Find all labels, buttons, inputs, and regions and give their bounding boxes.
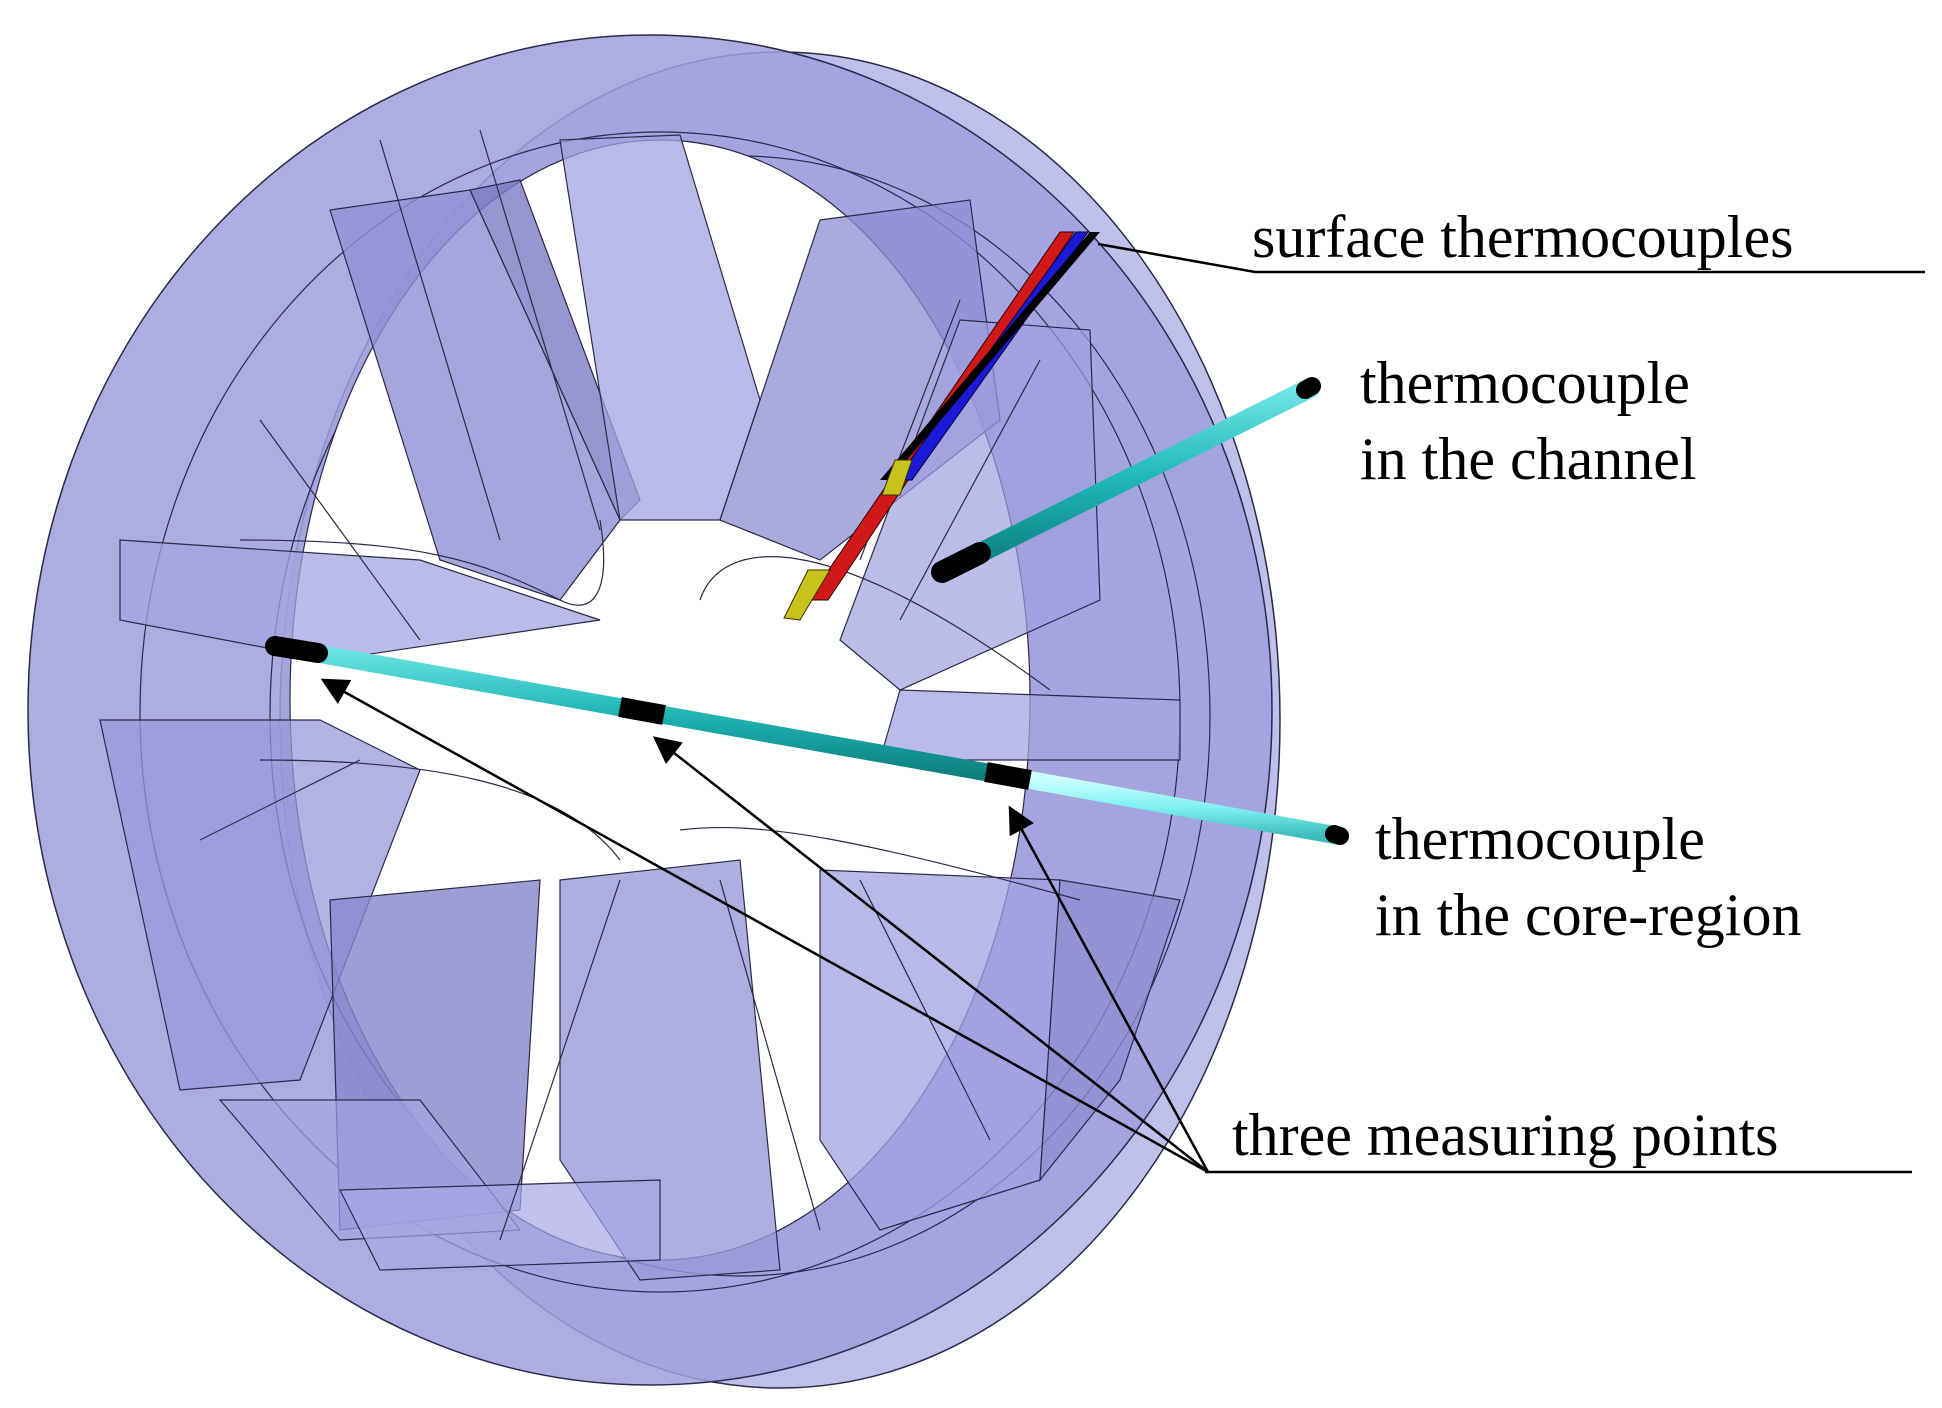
leader-surface-thermocouples: [1097, 242, 1925, 274]
leader-lines: [320, 242, 1925, 1174]
label-core-line1: thermocouple: [1375, 806, 1705, 872]
label-measuring-points: three measuring points: [1232, 1102, 1779, 1168]
label-surface-thermocouples: surface thermocouples: [1252, 204, 1794, 270]
label-channel-line1: thermocouple: [1360, 350, 1690, 416]
core-thermocouple: [265, 636, 1349, 845]
channel-thermocouple: [931, 377, 1321, 583]
leader-point-1: [320, 678, 1209, 1174]
surface-thermocouples: [783, 231, 1100, 621]
leader-point-3: [1008, 805, 1210, 1173]
label-core-line2: in the core-region: [1375, 882, 1802, 948]
label-channel-line2: in the channel: [1360, 426, 1697, 492]
leader-point-2: [652, 736, 1209, 1173]
rotor-blades: [99, 129, 1181, 1281]
